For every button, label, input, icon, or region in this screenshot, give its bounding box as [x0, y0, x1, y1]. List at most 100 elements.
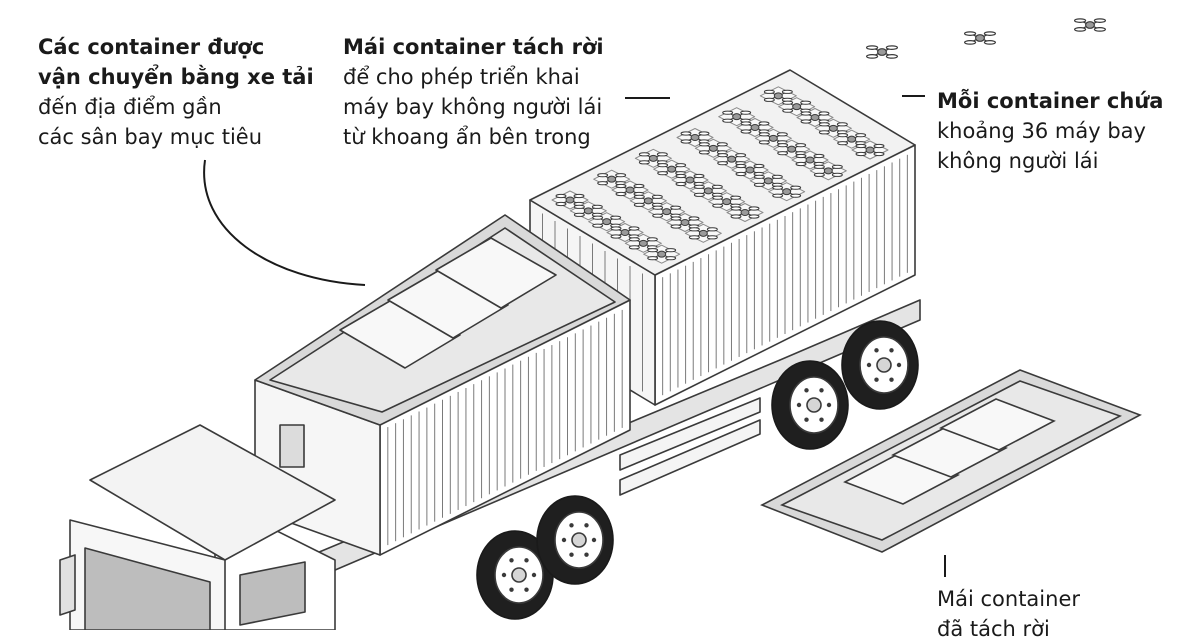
- drone-rotor: [633, 183, 645, 189]
- drone-body: [974, 34, 985, 42]
- wheel-bolt: [826, 402, 832, 408]
- drone-rotor: [790, 193, 802, 198]
- drone-rotor: [1093, 27, 1107, 32]
- drone-body: [773, 92, 783, 100]
- drone-icon: [782, 100, 812, 113]
- drone-rotor: [753, 163, 765, 169]
- drone-rotor: [730, 206, 742, 211]
- rear-container: [529, 69, 916, 406]
- drone-rotor: [712, 195, 724, 200]
- annotation-count-line-2: không người lái: [937, 149, 1099, 173]
- drone-rotor: [963, 31, 977, 36]
- drone-rotor: [782, 100, 794, 105]
- wheel-icon: [841, 320, 919, 410]
- drone-rotor: [748, 206, 760, 211]
- drone-rotor: [712, 203, 724, 208]
- drone-rotor: [735, 153, 747, 158]
- drone-rotor: [610, 234, 622, 239]
- roof-panel-1: [339, 297, 461, 369]
- drone-body: [1084, 21, 1095, 29]
- wheel-bolt: [804, 417, 809, 422]
- wheels: [476, 320, 919, 620]
- drone-rotor: [652, 205, 664, 210]
- drone-rotor: [610, 215, 622, 220]
- drone-icon: [573, 204, 603, 217]
- drone-icon: [680, 131, 710, 144]
- drone-rotor: [865, 54, 879, 59]
- drone-rotor: [963, 40, 977, 45]
- cab-step: [59, 554, 76, 616]
- drone-rotor: [591, 204, 603, 209]
- annotation-count: Mỗi container chứa khoảng 36 máy bay khô…: [937, 86, 1163, 176]
- drone-icon: [818, 122, 848, 135]
- drone-rotor: [628, 237, 640, 242]
- drone-icon: [628, 237, 658, 250]
- drone-body: [708, 144, 718, 152]
- drone-rotor: [628, 226, 640, 231]
- annotation-roof-bold-1: Mái container tách rời: [343, 35, 604, 59]
- annotation-trucks-line-2: các sân bay mục tiêu: [38, 125, 263, 149]
- drone-icon: [1073, 18, 1107, 32]
- cab-side-window: [239, 561, 306, 626]
- annotation-detached: Mái container đã tách rời: [937, 584, 1080, 644]
- drone-body: [865, 146, 875, 154]
- drone-rotor: [657, 163, 669, 168]
- leader-lines: [203, 95, 946, 577]
- drone-rotor: [836, 122, 848, 127]
- annotation-roof-line-1: để cho phép triển khai: [343, 65, 580, 89]
- drone-rotor: [665, 248, 677, 253]
- drone-rotor: [688, 216, 700, 221]
- wheel-bolt: [889, 348, 894, 353]
- drone-rotor: [698, 131, 710, 136]
- drone-rotor: [706, 235, 718, 240]
- drone-rotor: [813, 153, 825, 159]
- drone-rotor: [758, 132, 770, 137]
- wheel-bolt: [561, 537, 567, 543]
- drone-body: [828, 124, 838, 132]
- drone-rotor: [597, 181, 609, 186]
- drone-body: [583, 207, 593, 215]
- drone-rotor: [638, 152, 650, 157]
- front-container-ribs: [387, 309, 623, 546]
- drone-rotor: [885, 45, 899, 50]
- wheel-icon: [476, 530, 554, 620]
- drone-rotor: [722, 110, 734, 115]
- drone-rotor: [758, 121, 770, 126]
- wheel-bolt: [509, 558, 514, 563]
- drone-rotor: [795, 161, 807, 167]
- drone-rotor: [837, 133, 849, 138]
- drone-body: [787, 145, 797, 153]
- flying-drones: [865, 18, 1107, 59]
- drone-body: [727, 155, 737, 163]
- drone-rotor: [855, 151, 867, 157]
- drone-rotor: [657, 171, 669, 176]
- drone-rotor: [573, 204, 585, 209]
- drone-body: [620, 229, 630, 236]
- drone-rotor: [698, 150, 710, 155]
- wheel-bolt: [819, 417, 824, 422]
- drone-rotor: [1073, 27, 1087, 32]
- drone-body: [782, 188, 792, 196]
- drone-body: [750, 124, 760, 131]
- wheel-bolt: [889, 377, 894, 382]
- drone-rotor: [818, 130, 830, 135]
- drone-icon: [800, 111, 830, 124]
- drone-rotor: [680, 131, 692, 136]
- drone-rotor: [777, 151, 789, 156]
- drone-icon: [722, 110, 752, 123]
- drone-rotor: [555, 193, 567, 199]
- drone-rotor: [693, 173, 705, 179]
- drone-body: [690, 134, 700, 141]
- drone-body: [722, 198, 732, 206]
- drone-rotor: [790, 185, 802, 190]
- wheel-hub: [806, 397, 822, 413]
- drone-body: [685, 176, 695, 184]
- drone-rotor: [885, 54, 899, 59]
- drone-icon: [652, 205, 682, 218]
- drone-body: [638, 239, 648, 247]
- annotation-trucks-line-1: đến địa điểm gần: [38, 95, 222, 119]
- drone-rotor: [781, 89, 793, 94]
- drone-icon: [963, 31, 997, 45]
- drone-icon: [555, 193, 585, 207]
- drone-body: [768, 134, 778, 142]
